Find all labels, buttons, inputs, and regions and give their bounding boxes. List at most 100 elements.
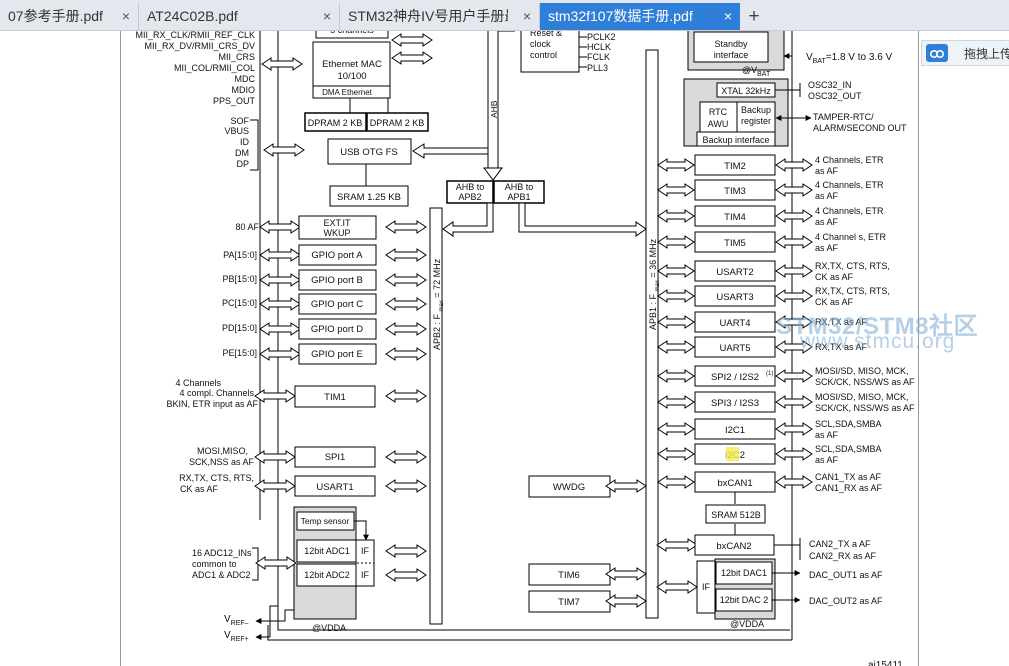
exti-af-label: 80 AF	[235, 222, 259, 232]
new-tab-button[interactable]: +	[748, 6, 760, 27]
tab-label: AT24C02B.pdf	[147, 8, 238, 24]
svg-text:4 Channels: 4 Channels	[175, 378, 221, 388]
close-icon[interactable]: ×	[723, 8, 732, 24]
tim6-label: TIM6	[558, 570, 580, 581]
gpio-port-pins: PE[15:0]	[222, 348, 257, 358]
backup-register-label: register	[741, 116, 771, 126]
vref-plus-label: VREF+	[224, 630, 249, 643]
rtc-block	[699, 101, 738, 133]
ahb-apb1-label: APB1	[507, 192, 530, 202]
wwdg-apb1-arrow	[605, 479, 647, 493]
spi1-block	[294, 446, 376, 468]
tab-label: stm32f107数据手册.pdf	[548, 8, 693, 24]
gpio-ports: PA[15:0] GPIO port A PB[15:0] GPIO port …	[222, 244, 427, 365]
adc-input-arrow	[255, 556, 297, 570]
gpio-port-pins: PB[15:0]	[222, 274, 257, 284]
peripheral-label: bxCAN1	[717, 478, 752, 489]
rtc-label: RTC	[709, 107, 728, 117]
search-highlight	[726, 447, 739, 461]
can2-tx-label: CAN2_TX a AF	[809, 539, 871, 549]
gpio-port-label: GPIO port C	[311, 299, 363, 310]
tim6-apb1-arrow	[605, 567, 647, 581]
close-icon[interactable]: ×	[322, 8, 331, 24]
peripheral-pins: as AF	[815, 191, 839, 201]
usb-otg-block	[327, 138, 412, 165]
close-icon[interactable]: ×	[522, 8, 531, 24]
close-icon[interactable]: ×	[121, 8, 130, 24]
osc-in-label: OSC32_IN	[808, 80, 852, 90]
peripheral-pins: RX,TX as AF	[815, 317, 868, 327]
upload-widget[interactable]: 拖拽上传	[921, 40, 1009, 66]
clock-output: PLL3	[587, 63, 608, 73]
figure-id: ai15411	[868, 660, 903, 666]
dac-apb1-arrow	[656, 580, 698, 594]
ahb-apb2-label: APB2	[458, 192, 481, 202]
usb-signal: SOF	[230, 116, 249, 126]
vdda-right-label: @VDDA	[730, 619, 764, 629]
cloud-icon	[926, 44, 948, 62]
standby-label: interface	[714, 50, 749, 60]
peripheral-pins: as AF	[815, 217, 839, 227]
peripheral-pins: as AF	[815, 455, 839, 465]
peripheral-pins: as AF	[815, 166, 839, 176]
adc1-label: 12bit ADC1	[304, 546, 350, 556]
tab-stm32-user-manual[interactable]: STM32神舟IV号用户手册最新2( ×	[340, 3, 540, 30]
peripheral-pins: SCK/CK, NSS/WS as AF	[815, 403, 915, 413]
eth-signal: MDC	[235, 74, 256, 84]
tim7-apb1-arrow	[605, 594, 647, 608]
peripheral-pins: RX,TX, CTS, RTS,	[815, 286, 890, 296]
eth-ahb-arrow	[391, 33, 433, 47]
peripheral-label: SPI2 / I2S2	[711, 372, 759, 383]
can2-rx-label: CAN2_RX as AF	[809, 551, 877, 561]
xtal-label: XTAL 32kHz	[721, 86, 771, 96]
tab-stm32f107-datasheet[interactable]: stm32f107数据手册.pdf ×	[540, 3, 740, 30]
ahb-apb2-label: AHB to	[456, 182, 485, 192]
ahb-bus-label: AHB	[489, 100, 499, 118]
peripheral-pins: RX,TX, CTS, RTS,	[815, 261, 890, 271]
usart1-pins: CK as AF	[180, 484, 219, 494]
svg-text:BKIN, ETR input as AF: BKIN, ETR input as AF	[166, 399, 258, 409]
usart1-pins: RX,TX, CTS, RTS,	[179, 473, 254, 483]
at-vbat-label: @VBAT	[742, 65, 771, 78]
ahb-apb2-bridge	[446, 180, 494, 204]
exti-label: EXT.IT	[323, 218, 351, 228]
bxcan2-label: bxCAN2	[716, 541, 751, 552]
backup-register-label: Backup	[741, 105, 771, 115]
peripheral-pins: RX,TX as AF	[815, 342, 868, 352]
tab-at24c02b[interactable]: AT24C02B.pdf ×	[139, 3, 340, 30]
apb1-peripheral-spi2-i2s2: SPI2 / I2S2(1)MOSI/SD, MISO, MCK,SCK/CK,…	[657, 365, 915, 387]
gpio-port-label: GPIO port E	[311, 349, 363, 360]
gpio-port-e: PE[15:0] GPIO port E	[222, 343, 427, 365]
adc2-apb2-arrow	[385, 568, 427, 582]
usb-signal: ID	[240, 137, 250, 147]
tab-reference-manual[interactable]: 07参考手册.pdf ×	[0, 3, 139, 30]
gpio-port-pins: PA[15:0]	[223, 250, 257, 260]
ethernet-mac-speed: 10/100	[337, 71, 366, 82]
gpio-port-c: PC[15:0] GPIO port C	[222, 293, 427, 315]
exti-label: WKUP	[324, 228, 351, 238]
svg-text:common to: common to	[192, 559, 237, 569]
exti-apb2-arrow	[385, 220, 427, 234]
eth-signal: MII_RX_CLK/RMII_REF_CLK	[135, 30, 255, 40]
peripheral-label: TIM3	[724, 186, 746, 197]
tamper-label: TAMPER-RTC/	[813, 112, 874, 122]
dpram1-block	[304, 112, 367, 132]
gpio-port-label: GPIO port B	[311, 275, 363, 286]
peripheral-pins: 4 Channels, ETR	[815, 206, 884, 216]
spi1-arrow	[254, 450, 296, 464]
tab-label: 07参考手册.pdf	[8, 8, 103, 24]
peripheral-pins: 4 Channel s, ETR	[815, 232, 887, 242]
backup-interface-label: Backup interface	[702, 135, 769, 145]
peripheral-pins: MOSI/SD, MISO, MCK,	[815, 366, 909, 376]
usart1-block	[294, 475, 376, 497]
vbat-supply-label: VBAT=1.8 V to 3.6 V	[806, 52, 893, 65]
eth-signal: MII_CRS	[218, 52, 255, 62]
spi1-apb2-arrow	[385, 450, 427, 464]
